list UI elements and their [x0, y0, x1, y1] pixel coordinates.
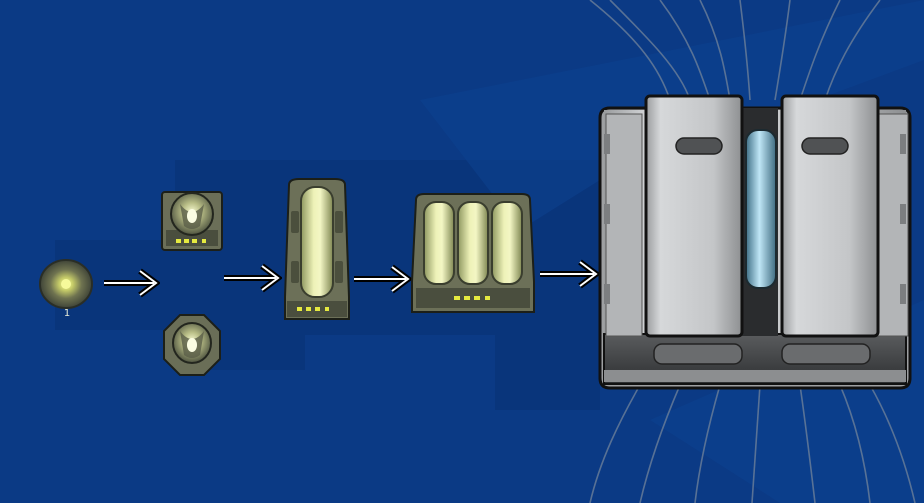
- reactor-icon[interactable]: [596, 94, 914, 390]
- cell-tray-icon[interactable]: [160, 190, 224, 252]
- single-cell-icon[interactable]: [281, 177, 353, 322]
- cell-octagon-icon[interactable]: [162, 313, 222, 377]
- arrow-right-icon: [540, 259, 600, 289]
- arrow-right-icon: [104, 268, 160, 298]
- triple-cell-icon[interactable]: [410, 192, 536, 314]
- item-count-label: 1: [63, 308, 71, 319]
- pellet-icon[interactable]: [38, 258, 94, 310]
- arrow-right-icon: [224, 263, 282, 293]
- arrow-right-icon: [354, 264, 412, 294]
